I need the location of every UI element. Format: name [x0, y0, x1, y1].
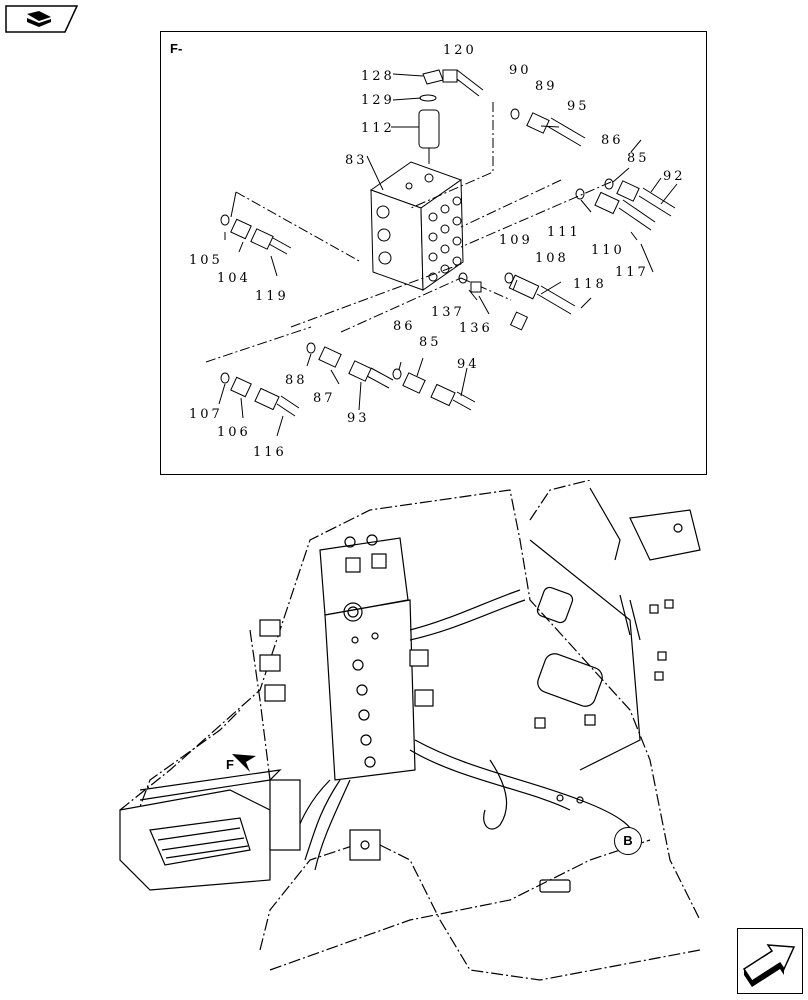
- part-label-88[interactable]: 88: [285, 373, 308, 388]
- part-label-137[interactable]: 137: [431, 305, 465, 320]
- machine-assembly-drawing: [119, 480, 701, 981]
- callout-f-arrow-icon: [232, 754, 256, 772]
- part-label-116[interactable]: 116: [253, 445, 287, 460]
- part-label-83[interactable]: 83: [345, 153, 368, 168]
- next-page-button[interactable]: [737, 928, 803, 994]
- exploded-view-drawing: 120 128 129 112 83 90 89 95 86 85 92 105…: [189, 43, 686, 460]
- part-label-86-lower[interactable]: 86: [393, 319, 416, 334]
- part-label-119[interactable]: 119: [255, 289, 289, 304]
- part-label-93[interactable]: 93: [347, 411, 370, 426]
- part-label-117[interactable]: 117: [615, 265, 649, 280]
- part-label-108[interactable]: 108: [535, 251, 569, 266]
- part-label-129[interactable]: 129: [361, 93, 395, 108]
- part-label-118[interactable]: 118: [573, 277, 607, 292]
- part-label-92[interactable]: 92: [663, 169, 686, 184]
- part-label-95[interactable]: 95: [567, 99, 590, 114]
- part-label-90[interactable]: 90: [509, 63, 532, 78]
- detail-view-f: F-: [160, 31, 707, 475]
- callout-b-label[interactable]: B: [614, 827, 642, 855]
- part-label-87[interactable]: 87: [313, 391, 336, 406]
- book-tab-button[interactable]: [5, 5, 79, 33]
- book-icon: [5, 5, 79, 33]
- part-label-136[interactable]: 136: [459, 321, 493, 336]
- part-label-111[interactable]: 111: [547, 225, 581, 240]
- part-label-112[interactable]: 112: [361, 121, 395, 136]
- detail-title: F-: [170, 41, 183, 56]
- part-label-105[interactable]: 105: [189, 253, 223, 268]
- part-label-86-upper[interactable]: 86: [601, 133, 624, 148]
- valve-block: [369, 161, 464, 291]
- part-label-107[interactable]: 107: [189, 407, 223, 422]
- part-label-106[interactable]: 106: [217, 425, 251, 440]
- part-label-128[interactable]: 128: [361, 69, 395, 84]
- part-label-104[interactable]: 104: [217, 271, 251, 286]
- part-label-85-lower[interactable]: 85: [419, 335, 442, 350]
- callout-f-label[interactable]: F: [226, 757, 234, 772]
- part-label-89[interactable]: 89: [535, 79, 558, 94]
- part-label-110[interactable]: 110: [591, 243, 625, 258]
- next-page-arrow-icon: [742, 944, 796, 987]
- part-label-109[interactable]: 109: [499, 233, 533, 248]
- part-label-94[interactable]: 94: [457, 357, 480, 372]
- part-label-85-upper[interactable]: 85: [627, 151, 650, 166]
- part-label-120[interactable]: 120: [443, 43, 477, 58]
